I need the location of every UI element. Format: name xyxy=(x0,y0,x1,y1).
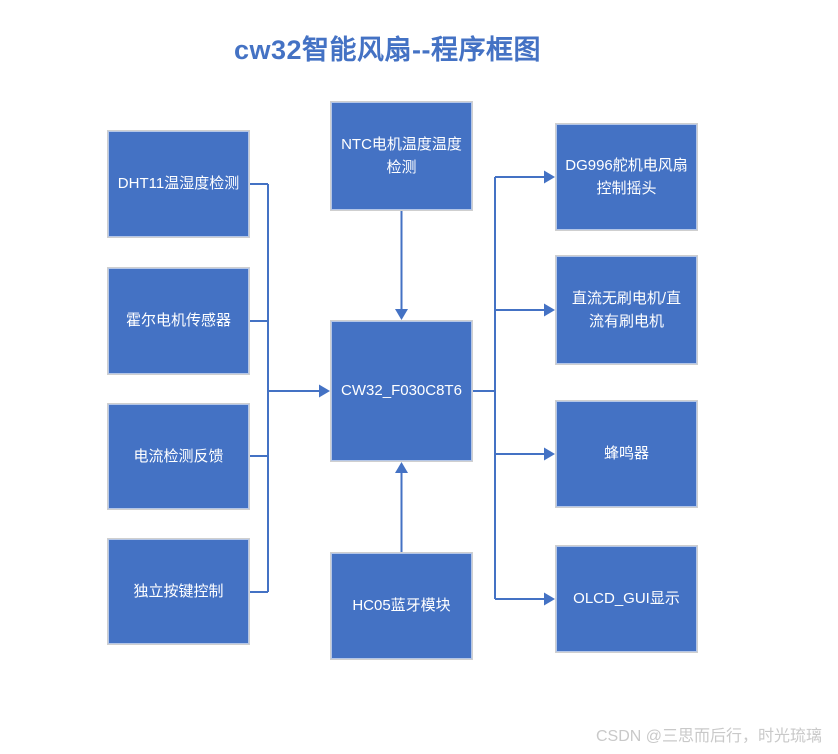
node-ntc-temperature: NTC电机温度温度检测 xyxy=(330,101,473,211)
edge-right-bus xyxy=(473,176,544,600)
node-dht11-sensor: DHT11温湿度检测 xyxy=(107,130,250,238)
node-hall-motor-sensor: 霍尔电机传感器 xyxy=(107,267,250,375)
csdn-watermark: CSDN @三思而后行，时光琉璃 xyxy=(595,728,822,745)
node-dg996-servo: DG996舵机电风扇控制摇头 xyxy=(555,123,698,231)
node-olcd-gui: OLCD_GUI显示 xyxy=(555,545,698,653)
arrowhead-into-cw32-bottom xyxy=(395,462,408,473)
edge-left-bus xyxy=(250,183,319,593)
node-buzzer: 蜂鸣器 xyxy=(555,400,698,508)
node-key-control: 独立按键控制 xyxy=(107,538,250,645)
arrowhead-into-right-1 xyxy=(544,303,555,317)
arrowhead-into-right-0 xyxy=(544,170,555,184)
node-hc05-bluetooth: HC05蓝牙模块 xyxy=(330,552,473,660)
arrowhead-into-right-2 xyxy=(544,447,555,461)
page-title: cw32智能风扇--程序框图 xyxy=(233,35,542,65)
arrowhead-into-right-3 xyxy=(544,592,555,606)
arrowhead-into-cw32-top xyxy=(395,309,408,320)
arrowhead-into-cw32-left xyxy=(319,384,330,398)
node-current-feedback: 电流检测反馈 xyxy=(107,403,250,510)
node-dc-motor: 直流无刷电机/直流有刷电机 xyxy=(555,255,698,365)
node-cw32-mcu: CW32_F030C8T6 xyxy=(330,320,473,462)
